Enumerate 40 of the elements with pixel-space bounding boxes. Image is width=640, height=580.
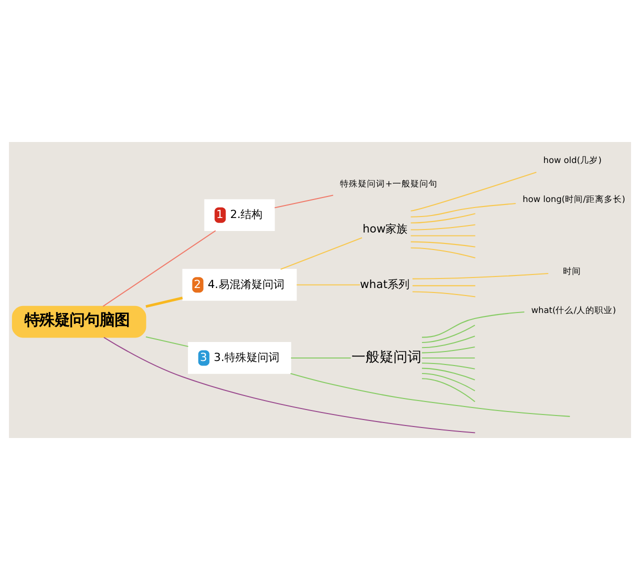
node-text: what系列 [360, 278, 410, 292]
connector [422, 372, 476, 392]
connector [146, 296, 183, 308]
connector [422, 368, 476, 380]
connector [290, 357, 351, 358]
node-text: what(什么/人的职业) [531, 306, 616, 316]
connector [290, 373, 570, 417]
connector [410, 247, 476, 258]
connector [104, 336, 476, 434]
connector [422, 311, 524, 338]
connector [412, 273, 548, 280]
connector [422, 378, 476, 402]
connector [422, 324, 476, 343]
connector [410, 202, 516, 218]
connector [296, 284, 360, 286]
node-box: 3 3.特殊疑问词 [188, 342, 292, 374]
connector [410, 241, 476, 248]
node-text: 特殊疑问词+一般疑问句 [340, 179, 438, 190]
node-box: 特殊疑问句脑图 [12, 306, 146, 338]
connector [412, 291, 476, 298]
connector [422, 336, 476, 348]
connector [102, 230, 216, 307]
connector [410, 172, 536, 212]
node-text: how long(时间/距离多长) [522, 194, 626, 205]
connector [146, 336, 188, 347]
connector [422, 362, 475, 370]
connector [422, 357, 475, 358]
connector [410, 235, 476, 236]
node-text: how家族 [362, 222, 408, 236]
node-box: 2 4.易混淆疑问词 [182, 268, 297, 301]
connector [280, 237, 362, 270]
node-text: 一般疑问词 [351, 349, 422, 366]
connector [410, 213, 476, 224]
connector [410, 224, 476, 230]
node-text: 时间 [563, 267, 582, 278]
node-box: 1 2.结构 [204, 199, 275, 232]
node-text: how old(几岁) [543, 156, 602, 166]
connector [412, 285, 476, 286]
connector [422, 346, 475, 354]
connector [274, 194, 334, 208]
